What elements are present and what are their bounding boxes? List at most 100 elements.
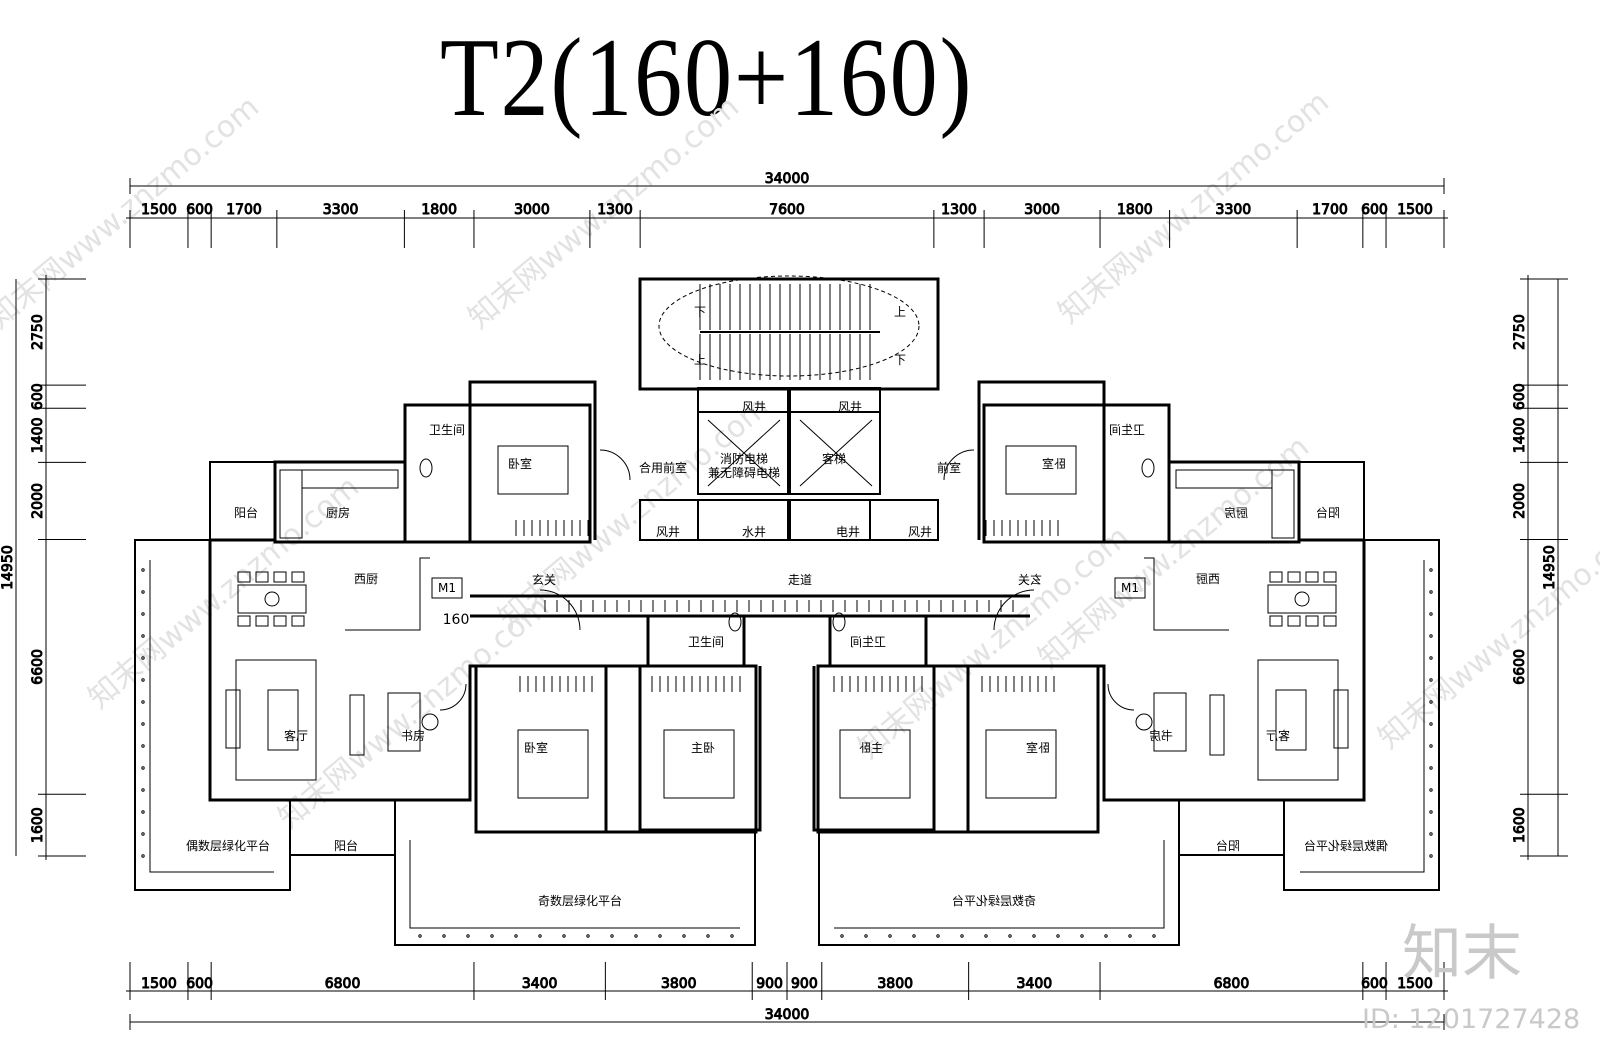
chair xyxy=(291,571,305,583)
planter-dot xyxy=(682,934,686,938)
stair-enclosure xyxy=(638,277,940,391)
stair-swing-ellipse xyxy=(658,275,920,377)
top-dim-label: 1300 xyxy=(941,202,977,218)
air-shaft-2 xyxy=(789,387,881,413)
top-dim-label: 3000 xyxy=(1024,202,1060,218)
kitchen-counter xyxy=(1271,469,1295,539)
watermark-text: 知末网www.znzmo.com xyxy=(1052,85,1336,331)
study-chair xyxy=(421,713,439,731)
planter-dot xyxy=(888,934,892,938)
chair xyxy=(1305,571,1319,583)
chair xyxy=(1269,571,1283,583)
planter-dot xyxy=(912,934,916,938)
label-kitchen: 厨房 xyxy=(326,505,350,520)
sofa xyxy=(1333,689,1349,749)
top-dim-label: 1800 xyxy=(421,202,457,218)
planter-dot xyxy=(141,590,145,594)
planter-dot xyxy=(141,722,145,726)
planter-dot xyxy=(586,934,590,938)
label-western-kitchen: 西厨 xyxy=(354,572,378,586)
label-water-shaft: 水井 xyxy=(742,525,766,539)
planter-dot xyxy=(141,656,145,660)
drawing-title: T2(160+160) xyxy=(440,16,974,140)
toilet xyxy=(832,612,846,632)
planter-dot xyxy=(418,934,422,938)
chair xyxy=(1323,615,1337,627)
bed-1 xyxy=(985,729,1057,799)
planter-dot xyxy=(1429,766,1433,770)
balcony-north-room xyxy=(209,461,276,541)
left-dim-label: 2000 xyxy=(30,483,46,519)
elevator-x xyxy=(799,419,873,487)
label-odd-terrace: 奇数层绿化平台 xyxy=(538,893,622,908)
planter-dot xyxy=(141,634,145,638)
bedroom-north-room xyxy=(468,403,592,544)
chair xyxy=(273,615,287,627)
door-swing xyxy=(539,589,581,631)
bed-1 xyxy=(517,729,589,799)
label-bedroom-south-right: 卧室 xyxy=(1026,740,1050,755)
chair xyxy=(291,615,305,627)
bottom-dim-label: 900 xyxy=(791,976,818,992)
label-even-terrace: 偶数层绿化平台 xyxy=(186,838,270,853)
planter-dot xyxy=(706,934,710,938)
planter-dot xyxy=(1032,934,1036,938)
planter-dot xyxy=(141,810,145,814)
label-balcony-south: 阳台 xyxy=(334,838,358,853)
bottom-total-label: 34000 xyxy=(765,1007,810,1023)
western-kitchen-counter xyxy=(345,557,430,631)
chair xyxy=(255,571,269,583)
air-shaft-4 xyxy=(869,499,939,541)
planter-dot xyxy=(1429,612,1433,616)
label-air-shaft: 风井 xyxy=(742,400,766,414)
planter-dot xyxy=(538,934,542,938)
top-dim-label: 3300 xyxy=(323,202,359,218)
label-air-shaft: 风井 xyxy=(838,400,862,414)
western-kitchen-counter xyxy=(1144,557,1229,631)
top-dim-label: 600 xyxy=(1361,202,1388,218)
right-dim-label: 2000 xyxy=(1512,483,1528,519)
top-dim-label: 1700 xyxy=(226,202,262,218)
odd-terrace-inner xyxy=(834,840,1165,929)
balcony-south-room xyxy=(289,799,396,856)
watermark-text: 知末网www.znzmo.com xyxy=(82,470,366,716)
even-terrace-inner xyxy=(149,560,274,873)
planter-dot xyxy=(466,934,470,938)
left-dim-label: 2750 xyxy=(30,314,46,350)
bottom-dim-label: 3800 xyxy=(877,976,913,992)
top-dim-label: 1700 xyxy=(1312,202,1348,218)
label-stair-down: 下 xyxy=(694,305,706,319)
label-master-bedroom: 主卧 xyxy=(691,741,715,755)
chair xyxy=(273,571,287,583)
chair xyxy=(1305,615,1319,627)
unit-right-furniture xyxy=(832,445,1433,938)
coffee-table xyxy=(267,689,299,751)
chair xyxy=(1323,571,1337,583)
door-swing xyxy=(993,589,1035,631)
right-dim-label: 2750 xyxy=(1512,314,1528,350)
label-electric-shaft: 电井 xyxy=(836,525,860,539)
top-dim-label: 3300 xyxy=(1216,202,1252,218)
planter-dot xyxy=(1429,568,1433,572)
study-desk xyxy=(1153,692,1187,752)
image-id-label: ID: 1201727428 xyxy=(1362,1004,1581,1035)
unit-tag-left: M1 xyxy=(438,581,456,595)
chair xyxy=(237,571,251,583)
planter-dot xyxy=(610,934,614,938)
planter-dot xyxy=(1128,934,1132,938)
planter-dot xyxy=(1080,934,1084,938)
planter-dot xyxy=(1056,934,1060,938)
bottom-dim-label: 3800 xyxy=(661,976,697,992)
bottom-dim-label: 1500 xyxy=(141,976,177,992)
planter-dot xyxy=(984,934,988,938)
planter-dot xyxy=(1429,634,1433,638)
top-dim-label: 3000 xyxy=(514,202,550,218)
planter-dot xyxy=(141,832,145,836)
label-lobby: 前室 xyxy=(937,460,961,475)
planter-dot xyxy=(1429,590,1433,594)
balcony-south-room xyxy=(1178,799,1285,856)
bottom-dim-label: 6800 xyxy=(325,976,361,992)
bottom-dim-label: 3400 xyxy=(522,976,558,992)
